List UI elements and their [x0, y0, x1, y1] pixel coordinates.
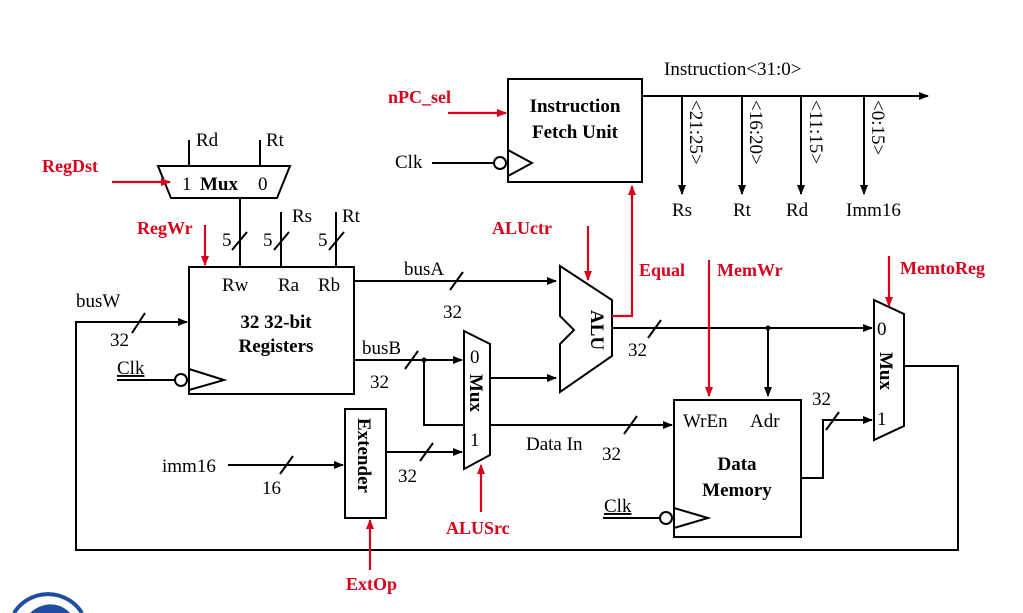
- equal-signal: Equal: [639, 260, 685, 280]
- ifu-clk-label: Clk: [395, 152, 423, 173]
- regdst-mux: [156, 165, 292, 199]
- regfile-rs-label: Rs: [292, 206, 312, 227]
- regfile-rb-port: Rb: [318, 275, 340, 296]
- busw-width-slash: [131, 312, 146, 334]
- extender-out-width-slash: [419, 442, 434, 462]
- alu: [559, 264, 613, 394]
- mem-label-line1: Data: [717, 454, 757, 475]
- extender-out-width: 32: [398, 466, 417, 487]
- regfile-ra-port: Ra: [278, 275, 300, 296]
- instr-out-rt: Rt: [733, 200, 752, 221]
- extop-signal: ExtOp: [346, 574, 397, 594]
- imm16-width-slash: [279, 455, 294, 475]
- regdst-signal: RegDst: [42, 156, 98, 176]
- imm16-label: imm16: [162, 456, 216, 477]
- mem-out-wire: [801, 416, 873, 479]
- alusrc-mux-in1: 1: [470, 430, 480, 451]
- mem-clock-triangle: [673, 507, 712, 529]
- busw-feedback-wire: [75, 318, 959, 551]
- busw-width: 32: [110, 330, 129, 351]
- rw-width: 5: [222, 230, 232, 251]
- mem-out-width-slash: [825, 411, 840, 431]
- busa-width-slash: [449, 271, 464, 291]
- mem-adr-port: Adr: [750, 411, 780, 432]
- instr-field-0-15: <0:15>: [867, 100, 888, 155]
- mem-clk-label: Clk: [604, 496, 632, 517]
- memtoreg-mux-in0: 0: [877, 319, 887, 340]
- ifu-label-line1: Instruction: [530, 96, 621, 117]
- busa-label: busA: [404, 259, 444, 280]
- alusrc-signal: ALUSrc: [446, 518, 510, 538]
- aluctr-signal: ALUctr: [492, 218, 552, 238]
- instruction-bus-label: Instruction<31:0>: [664, 59, 802, 80]
- mem-label-line2: Memory: [702, 480, 772, 501]
- regdst-mux-label: Mux: [200, 174, 239, 195]
- instr-field-16-20: <16:20>: [745, 100, 766, 165]
- memwr-signal: MemWr: [717, 260, 783, 280]
- ra-width-slash: [273, 231, 290, 251]
- rb-width: 5: [318, 230, 328, 251]
- logo-arc: [12, 592, 84, 613]
- register-file: [188, 266, 355, 395]
- memtoreg-mux-label: Mux: [875, 352, 896, 391]
- regfile-rw-port: Rw: [222, 275, 249, 296]
- extender-label: Extender: [353, 418, 374, 494]
- datain-wire: [423, 360, 673, 429]
- instr-field-21-25: <21:25>: [685, 100, 706, 165]
- alu-label: ALU: [586, 310, 607, 350]
- rw-width-slash: [231, 231, 248, 251]
- busb-width-slash: [404, 350, 419, 370]
- regdst-rt-label: Rt: [266, 130, 285, 151]
- datain-label: Data In: [526, 434, 583, 455]
- memtoreg-mux: [873, 298, 905, 442]
- equal-signal-wire: [612, 185, 636, 318]
- regfile-clk-label: Clk: [117, 358, 145, 379]
- extender: [344, 408, 387, 519]
- regwr-signal: RegWr: [137, 218, 193, 238]
- regdst-mux-in1: 1: [182, 174, 192, 195]
- instr-out-imm16: Imm16: [846, 200, 901, 221]
- mem-wren-port: WrEn: [683, 411, 728, 432]
- busw-label: busW: [76, 291, 120, 312]
- regfile-clock-triangle: [188, 368, 228, 391]
- datain-width-slash: [623, 415, 638, 435]
- busa-width: 32: [443, 302, 462, 323]
- memtoreg-mux-in1: 1: [877, 409, 887, 430]
- ifu-clock-triangle: [507, 149, 535, 177]
- regfile-label-line2: Registers: [239, 336, 314, 357]
- ifu-clock-bubble: [493, 156, 507, 170]
- regdst-rd-label: Rd: [196, 130, 219, 151]
- mem-out-width: 32: [812, 389, 831, 410]
- memtoreg-signal: MemtoReg: [900, 258, 985, 278]
- alusrc-mux: [463, 329, 491, 471]
- instr-out-rs: Rs: [672, 200, 692, 221]
- busb-width: 32: [370, 372, 389, 393]
- alu-result-width: 32: [628, 340, 647, 361]
- ifu-label-line2: Fetch Unit: [532, 122, 619, 143]
- regfile-rt-label: Rt: [342, 206, 361, 227]
- regdst-mux-in0: 0: [258, 174, 268, 195]
- imm16-width: 16: [262, 478, 281, 499]
- instr-out-rd: Rd: [786, 200, 809, 221]
- logo-mark: [30, 604, 70, 613]
- alusrc-mux-label: Mux: [465, 374, 486, 413]
- busb-label: busB: [362, 338, 401, 359]
- npc-sel-signal: nPC_sel: [388, 87, 451, 107]
- instr-field-11-15: <11:15>: [805, 100, 826, 164]
- datain-width: 32: [602, 444, 621, 465]
- mem-clock-bubble: [659, 511, 673, 525]
- regfile-clock-bubble: [174, 373, 188, 387]
- alusrc-mux-in0: 0: [470, 347, 480, 368]
- alu-result-width-slash: [647, 319, 662, 339]
- regfile-label-line1: 32 32-bit: [240, 312, 312, 333]
- ra-width: 5: [263, 230, 273, 251]
- rb-width-slash: [328, 231, 345, 251]
